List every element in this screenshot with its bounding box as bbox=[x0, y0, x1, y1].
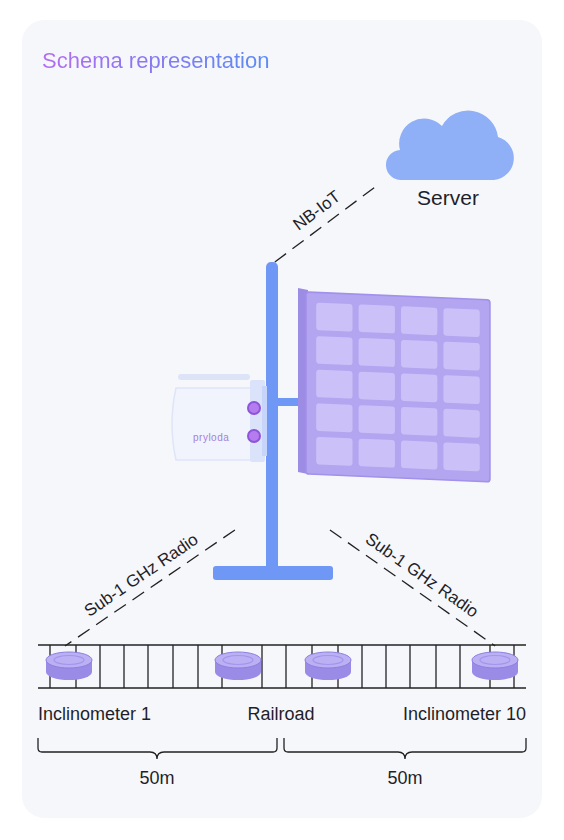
panel-cell bbox=[359, 372, 395, 401]
sensor-ring bbox=[223, 656, 253, 665]
panel-cell bbox=[401, 306, 437, 335]
panel-cell bbox=[401, 407, 437, 436]
sensor-top bbox=[215, 652, 261, 668]
sleeper bbox=[99, 645, 100, 688]
sleeper bbox=[361, 645, 362, 688]
gateway-unit: pryloda bbox=[160, 262, 490, 530]
panel-cell bbox=[443, 442, 479, 471]
railroad-track bbox=[38, 645, 526, 688]
brand-logo: pryloda bbox=[193, 432, 229, 443]
node-label: Inclinometer 1 bbox=[38, 704, 188, 725]
solar-panel bbox=[306, 292, 490, 482]
sleeper bbox=[172, 645, 173, 688]
panel-cell bbox=[359, 304, 395, 333]
server-cloud: Server bbox=[378, 110, 518, 220]
sensor-top bbox=[46, 652, 92, 668]
panel-cell bbox=[359, 405, 395, 434]
cloud-shape bbox=[378, 110, 518, 185]
panel-cell bbox=[316, 303, 352, 332]
track-label: Railroad bbox=[247, 704, 314, 725]
panel-frame bbox=[306, 292, 490, 482]
inclinometer-sensor bbox=[215, 652, 261, 680]
device-bracket bbox=[262, 386, 267, 456]
panel-cell bbox=[316, 403, 352, 432]
sleeper bbox=[197, 645, 198, 688]
panel-cell bbox=[443, 342, 479, 371]
device-lid bbox=[178, 374, 250, 380]
panel-cell bbox=[443, 308, 479, 337]
mast-base bbox=[213, 566, 333, 580]
panel-cell bbox=[401, 440, 437, 469]
device-body bbox=[172, 388, 252, 460]
inclinometer-disc bbox=[470, 648, 520, 682]
sleeper bbox=[435, 645, 436, 688]
sleeper bbox=[459, 645, 460, 688]
sensor-ring bbox=[480, 656, 510, 665]
sleeper bbox=[123, 645, 124, 688]
sleeper bbox=[147, 645, 148, 688]
inclinometer-node: Inclinometer 1 bbox=[38, 646, 188, 728]
dimension-label: 50m bbox=[139, 768, 174, 789]
panel-cell bbox=[359, 338, 395, 367]
mast-pole bbox=[266, 262, 278, 572]
sleeper bbox=[385, 645, 386, 688]
dimension-label: 50m bbox=[387, 768, 422, 789]
radio-link bbox=[330, 530, 495, 646]
node-label: Server bbox=[378, 186, 518, 210]
inclinometer-sensor bbox=[305, 652, 351, 680]
diagram-title: Schema representation bbox=[42, 48, 269, 74]
device-connector bbox=[248, 402, 260, 414]
panel-cell bbox=[401, 373, 437, 402]
radio-link bbox=[275, 185, 378, 262]
dimension-bracket bbox=[284, 738, 526, 759]
sensor-ring bbox=[313, 656, 343, 665]
sleeper bbox=[261, 645, 262, 688]
device-connector bbox=[248, 430, 260, 442]
panel-cell bbox=[359, 439, 395, 468]
card-background bbox=[22, 20, 542, 818]
inclinometer-disc bbox=[44, 648, 94, 682]
inclinometer-node: Inclinometer 10 bbox=[372, 646, 526, 728]
sleeper bbox=[409, 645, 410, 688]
panel-cell bbox=[316, 370, 352, 399]
sensor-top bbox=[472, 652, 518, 668]
radio-link bbox=[65, 530, 235, 646]
sensor-top bbox=[305, 652, 351, 668]
rail bbox=[38, 644, 526, 645]
sensor-ring bbox=[54, 656, 84, 665]
panel-cells bbox=[316, 303, 480, 472]
sleeper bbox=[285, 645, 286, 688]
node-label: Inclinometer 10 bbox=[372, 704, 526, 725]
panel-cell bbox=[401, 340, 437, 369]
rail bbox=[38, 687, 526, 688]
cloud-outline bbox=[386, 111, 514, 180]
panel-cell bbox=[316, 336, 352, 365]
panel-cell bbox=[316, 437, 352, 466]
dimension-bracket bbox=[38, 738, 277, 759]
panel-cell bbox=[443, 409, 479, 438]
panel-cell bbox=[443, 375, 479, 404]
